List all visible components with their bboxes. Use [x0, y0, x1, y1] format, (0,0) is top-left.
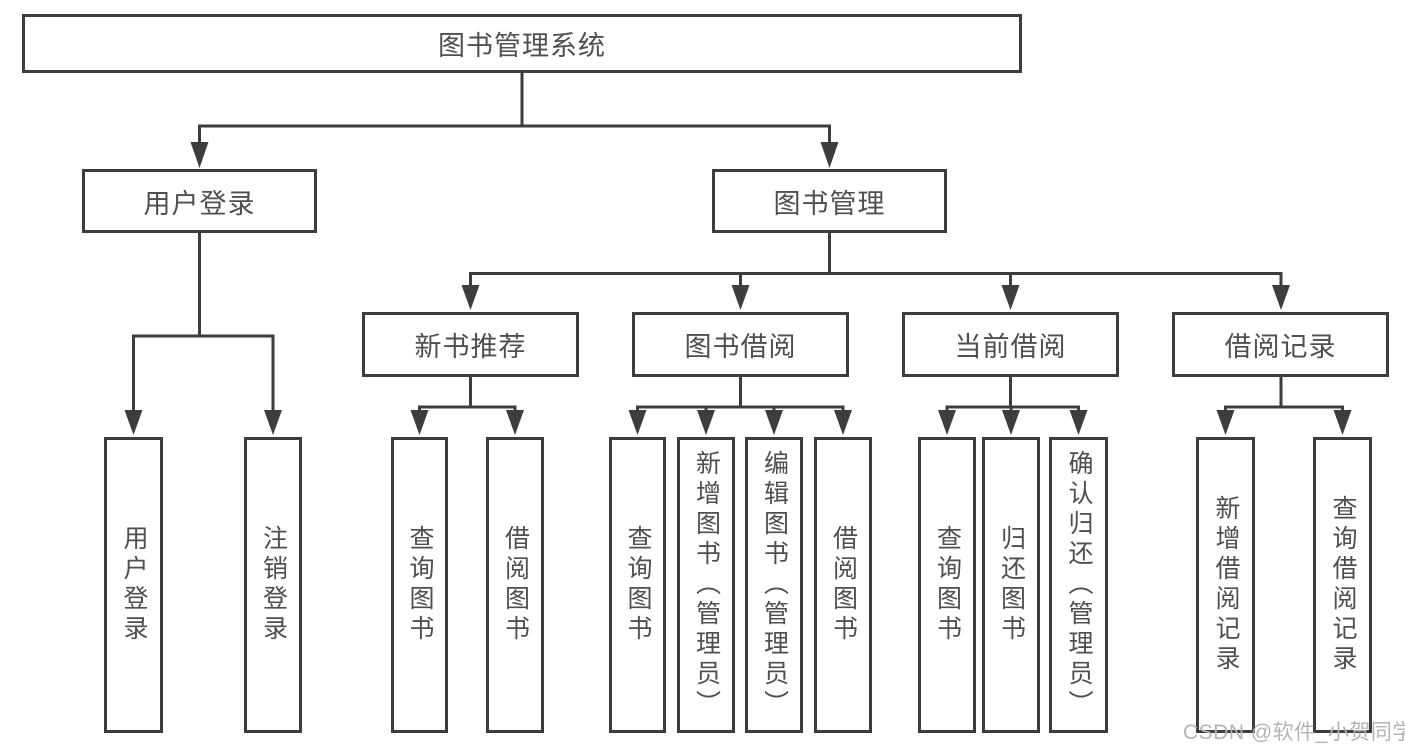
leaf-borrow-books-recommend: 借阅图书 [486, 437, 544, 733]
leaf-query-books-current-label: 查询图书 [933, 525, 962, 645]
arrowhead-book-management [820, 142, 839, 168]
leaf-borrow-books: 借阅图书 [814, 437, 872, 733]
leaf-add-borrow-record-label: 新增借阅记录 [1212, 495, 1240, 675]
node-new-book-recommend-label: 新书推荐 [414, 332, 527, 362]
arrowhead-user-login [190, 142, 209, 168]
connector-root-to-level2 [190, 71, 839, 168]
leaf-return-book: 归还图书 [982, 437, 1040, 733]
leaf-confirm-return-admin-label: 确认归还（管理员） [1065, 450, 1093, 720]
leaf-user-login-label: 用户登录 [120, 525, 148, 645]
leaf-add-book-admin-label: 新增图书（管理员） [692, 450, 721, 720]
connector-book-borrow-to-leaves [628, 375, 852, 435]
leaf-user-login: 用户登录 [104, 437, 163, 733]
leaf-query-books-borrow-label: 查询图书 [624, 525, 652, 645]
leaf-query-borrow-record: 查询借阅记录 [1313, 437, 1372, 733]
leaf-add-borrow-record: 新增借阅记录 [1196, 437, 1255, 733]
leaf-query-books-borrow: 查询图书 [609, 437, 666, 733]
leaf-return-book-label: 归还图书 [997, 525, 1026, 645]
leaf-edit-book-admin: 编辑图书（管理员） [745, 437, 803, 733]
leaf-borrow-books-label: 借阅图书 [829, 525, 858, 645]
node-borrow-records-label: 借阅记录 [1224, 332, 1337, 362]
node-book-management-label: 图书管理 [773, 188, 886, 219]
node-borrow-records: 借阅记录 [1172, 312, 1389, 377]
node-user-login: 用户登录 [82, 169, 317, 233]
connector-borrow-records-to-leaves [1216, 375, 1352, 435]
leaf-logout-label: 注销登录 [259, 525, 288, 645]
leaf-query-books-recommend-label: 查询图书 [406, 525, 434, 645]
node-new-book-recommend: 新书推荐 [362, 312, 579, 377]
connector-current-borrow-to-leaves [938, 375, 1088, 435]
node-book-borrow-label: 图书借阅 [684, 332, 797, 362]
leaf-query-books-recommend: 查询图书 [391, 437, 448, 733]
watermark: CSDN @软件_小贺同学 [1183, 721, 1405, 744]
node-user-login-label: 用户登录 [143, 188, 256, 219]
connector-book-management-to-level3 [461, 231, 1290, 310]
node-current-borrow: 当前借阅 [902, 312, 1119, 377]
node-book-borrow: 图书借阅 [632, 312, 849, 377]
node-root-label: 图书管理系统 [438, 31, 606, 61]
leaf-query-borrow-record-label: 查询借阅记录 [1329, 495, 1357, 675]
leaf-logout: 注销登录 [244, 437, 302, 733]
leaf-borrow-books-recommend-label: 借阅图书 [501, 525, 530, 645]
node-current-borrow-label: 当前借阅 [954, 332, 1067, 362]
leaf-confirm-return-admin: 确认归还（管理员） [1049, 437, 1108, 733]
leaf-edit-book-admin-label: 编辑图书（管理员） [760, 450, 789, 720]
leaf-add-book-admin: 新增图书（管理员） [677, 437, 735, 733]
leaf-query-books-current: 查询图书 [918, 437, 976, 733]
node-root: 图书管理系统 [22, 14, 1022, 73]
connector-user-login-to-leaves [124, 231, 282, 435]
connector-new-book-recommend-to-leaves [410, 375, 524, 435]
node-book-management: 图书管理 [712, 169, 947, 233]
